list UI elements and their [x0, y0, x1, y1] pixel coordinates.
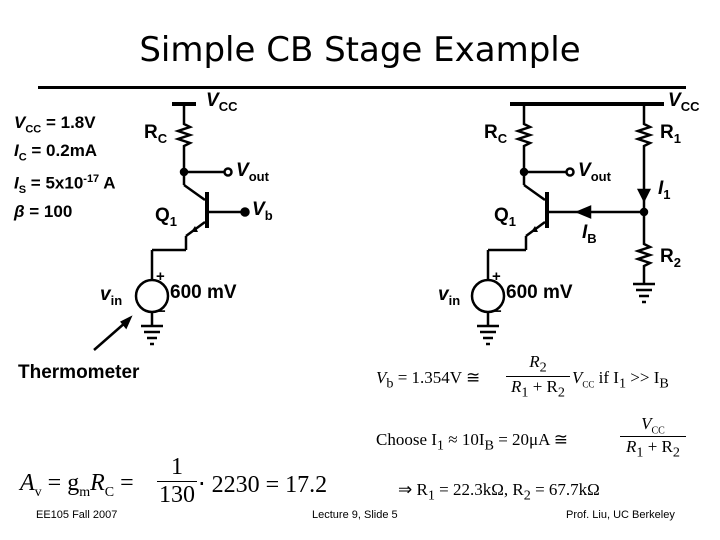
choose-fraction-num: VCC — [620, 414, 686, 438]
right-vin-label: vin — [438, 284, 461, 308]
vb-equation-tail: VCC if I1 >> IB — [572, 368, 669, 392]
footer-course: EE105 Fall 2007 — [36, 509, 118, 521]
vb-equation-lhs: Vb = 1.354V ≅ — [376, 368, 481, 392]
right-vout-node — [565, 167, 575, 177]
result-equation: ⇒ R1 = 22.3kΩ, R2 = 67.7kΩ — [398, 480, 600, 504]
left-circuit — [93, 102, 250, 351]
left-rc-label: RC — [144, 122, 168, 146]
right-i1-label: I1 — [658, 178, 671, 202]
left-plus-sign: + — [156, 268, 165, 285]
left-rc-resistor — [174, 120, 194, 150]
right-q1-label: Q1 — [494, 205, 517, 229]
slide-title: Simple CB Stage Example — [139, 30, 581, 70]
ib-arrow — [574, 205, 592, 219]
title-rule — [38, 86, 686, 89]
param-beta: β = 100 — [14, 201, 73, 221]
right-r2-resistor — [634, 240, 654, 270]
choose-fraction-den: R1 + R2 — [626, 437, 680, 461]
right-r1-label: R1 — [660, 122, 681, 146]
footer-author: Prof. Liu, UC Berkeley — [566, 509, 675, 521]
left-vout-node — [223, 167, 233, 177]
left-minus-sign: − — [157, 303, 166, 320]
av-fraction: 1 130 — [157, 454, 197, 509]
i1-arrow — [636, 188, 652, 203]
left-q1-label: Q1 — [155, 205, 178, 229]
left-vb-label: Vb — [252, 199, 273, 223]
right-rc-label: RC — [484, 122, 508, 146]
right-source-value: 600 mV — [506, 282, 573, 303]
right-r2-label: R2 — [660, 246, 681, 270]
right-vout-label: Vout — [578, 160, 611, 184]
choose-equation: Choose I1 ≈ 10IB = 20μA ≅ — [376, 430, 568, 454]
left-vout-label: Vout — [236, 160, 269, 184]
footer-lecture: Lecture 9, Slide 5 — [312, 509, 398, 521]
vb-fraction-num: R2 — [506, 352, 570, 378]
vb-fraction: R2 R1 + R2 — [506, 352, 570, 402]
right-circuit — [470, 102, 664, 346]
right-minus-sign: − — [493, 303, 502, 320]
choose-fraction: VCC R1 + R2 — [620, 414, 686, 462]
av-fraction-num: 1 — [157, 454, 197, 482]
right-r1-resistor — [634, 120, 654, 150]
right-rc-resistor — [514, 120, 534, 150]
parameter-list: VCC = 1.8V IC = 0.2mA IS = 5x10-17 A β =… — [14, 112, 116, 222]
av-fraction-den: 130 — [159, 482, 195, 508]
thermometer-arrow — [93, 321, 127, 351]
thermometer-label: Thermometer — [18, 362, 140, 383]
vb-fraction-den: R1 + R2 — [511, 377, 565, 401]
param-ic: IC = 0.2mA — [14, 141, 98, 164]
right-ib-label: IB — [582, 222, 597, 246]
param-vcc: VCC = 1.8V — [14, 113, 96, 136]
param-is: IS = 5x10-17 A — [14, 172, 116, 196]
av-equation-tail: ⋅ 2230 = 17.2 — [198, 472, 328, 498]
left-source-value: 600 mV — [170, 282, 237, 303]
right-vcc-label: VCC — [668, 90, 700, 114]
left-vb-node — [240, 207, 250, 217]
left-vin-label: vin — [100, 284, 123, 308]
av-equation-lhs: Av = gmRC = — [20, 470, 134, 500]
right-plus-sign: + — [492, 268, 501, 285]
left-vcc-label: VCC — [206, 90, 238, 114]
